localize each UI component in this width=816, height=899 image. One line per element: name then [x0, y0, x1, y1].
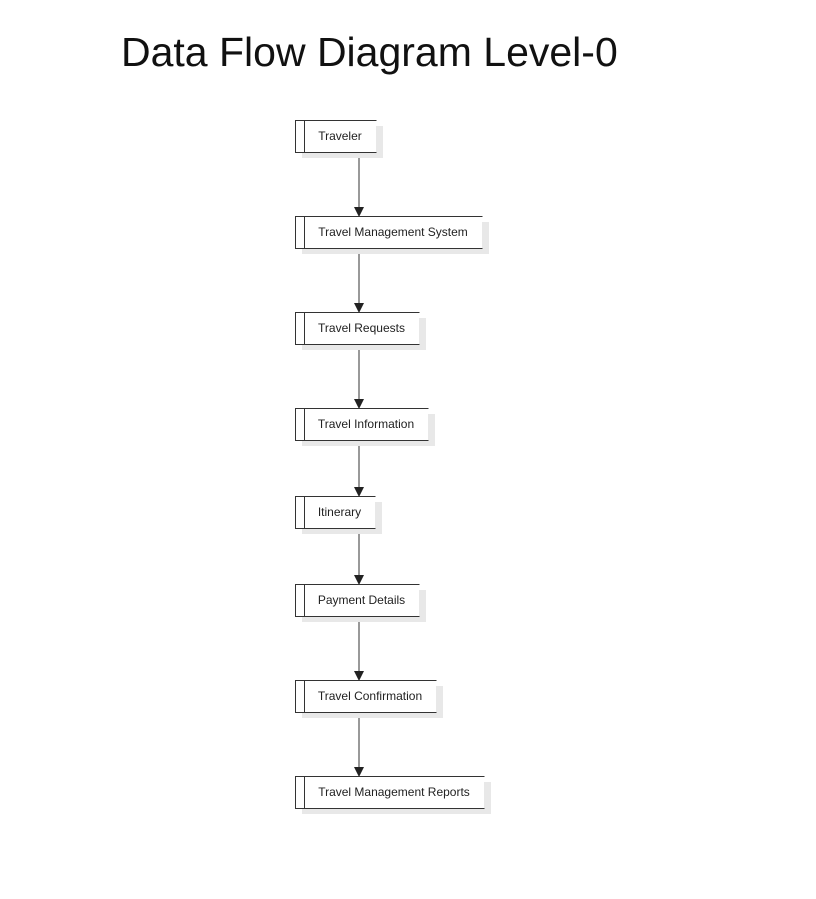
node-travel-management-system: Travel Management System	[295, 216, 489, 254]
node-outline	[295, 680, 437, 713]
node-body	[295, 496, 375, 528]
node-label: Travel Management Reports	[318, 785, 470, 799]
node-body	[295, 120, 376, 152]
node-outline	[295, 216, 483, 249]
node-body	[295, 584, 419, 616]
node-travel-confirmation: Travel Confirmation	[295, 680, 443, 718]
node-label: Travel Requests	[318, 321, 405, 335]
node-outline	[295, 496, 376, 529]
node-label: Itinerary	[318, 505, 361, 519]
node-label: Traveler	[318, 129, 362, 143]
node-outline	[295, 312, 420, 345]
node-payment-details: Payment Details	[295, 584, 426, 622]
node-label: Travel Information	[318, 417, 414, 431]
node-itinerary: Itinerary	[295, 496, 382, 534]
node-body	[295, 680, 436, 712]
node-traveler: Traveler	[295, 120, 383, 158]
node-travel-management-reports: Travel Management Reports	[295, 776, 491, 814]
node-body	[295, 408, 428, 440]
node-outline	[295, 584, 420, 617]
page-title: Data Flow Diagram Level-0	[121, 29, 618, 75]
node-body	[295, 776, 484, 808]
node-label: Payment Details	[318, 593, 405, 607]
node-body	[295, 216, 482, 248]
node-outline	[295, 408, 429, 441]
node-label: Travel Confirmation	[318, 689, 422, 703]
node-body	[295, 312, 419, 344]
node-outline	[295, 120, 377, 153]
node-outline	[295, 776, 485, 809]
node-travel-requests: Travel Requests	[295, 312, 426, 350]
node-label: Travel Management System	[318, 225, 468, 239]
node-travel-information: Travel Information	[295, 408, 435, 446]
